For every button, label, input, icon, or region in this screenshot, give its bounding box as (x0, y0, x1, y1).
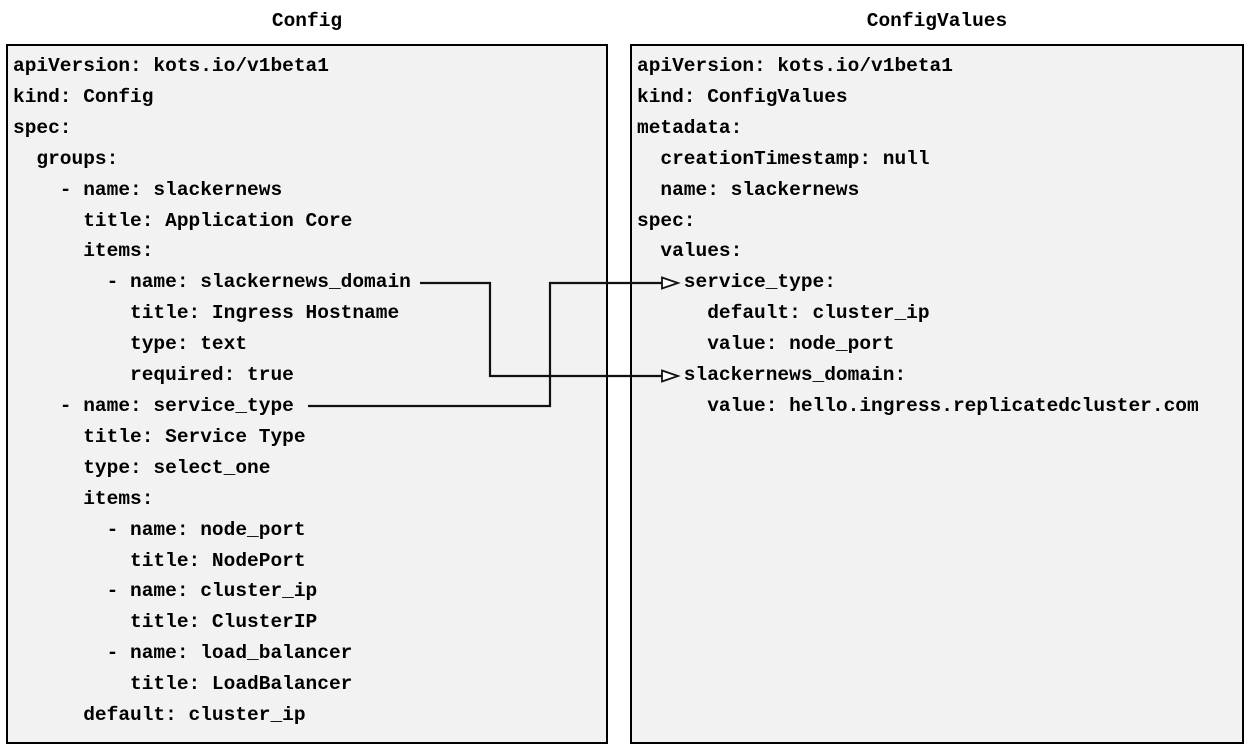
configvalues-panel-title: ConfigValues (866, 10, 1008, 32)
configvalues-panel: apiVersion: kots.io/v1beta1 kind: Config… (630, 44, 1244, 744)
configvalues-yaml-code: apiVersion: kots.io/v1beta1 kind: Config… (637, 55, 1199, 417)
config-panel: apiVersion: kots.io/v1beta1 kind: Config… (6, 44, 608, 744)
config-yaml-code: apiVersion: kots.io/v1beta1 kind: Config… (13, 55, 411, 727)
config-panel-title: Config (271, 10, 343, 32)
